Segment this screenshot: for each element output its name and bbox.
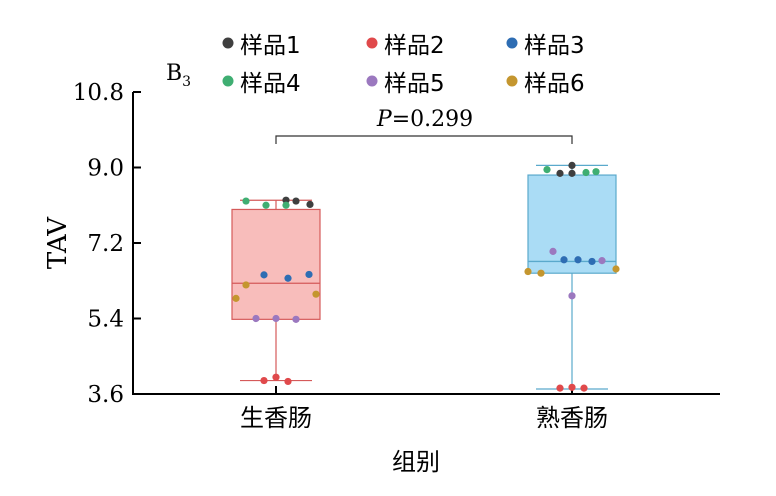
data-point xyxy=(232,294,240,302)
panel-label: B3 xyxy=(166,61,191,90)
bracket-line xyxy=(275,135,573,144)
legend-item: 样品4 xyxy=(222,71,301,97)
data-point xyxy=(292,197,300,205)
data-point xyxy=(260,271,268,279)
x-ticks: 生香肠 熟香肠 xyxy=(240,386,608,432)
legend-item: 样品6 xyxy=(506,71,585,97)
data-point xyxy=(568,292,576,300)
box-group xyxy=(231,199,321,382)
data-point xyxy=(292,315,300,323)
legend-label: 样品3 xyxy=(524,33,585,59)
legend-label: 样品2 xyxy=(384,33,445,59)
data-point xyxy=(252,314,260,323)
data-point xyxy=(598,257,606,265)
y-tick-label: 3.6 xyxy=(87,382,124,408)
data-point xyxy=(580,384,588,392)
p-value-label: P=0.299 xyxy=(376,107,473,132)
data-point xyxy=(282,201,290,209)
x-tick-label: 生香肠 xyxy=(240,404,312,432)
data-point xyxy=(568,161,576,170)
legend-marker xyxy=(506,75,518,87)
data-point xyxy=(556,384,564,392)
data-point xyxy=(588,257,596,266)
data-point xyxy=(592,168,600,176)
legend-label: 样品4 xyxy=(240,71,301,97)
data-point xyxy=(549,247,557,255)
x-axis-label: 组别 xyxy=(392,448,440,476)
data-point xyxy=(612,265,620,273)
legend-marker xyxy=(222,37,234,49)
significance-bracket: P=0.299 xyxy=(275,107,573,144)
data-point xyxy=(306,200,314,209)
y-tick-label: 7.2 xyxy=(87,231,124,257)
y-axis-label: TAV xyxy=(43,216,73,269)
axes xyxy=(132,92,720,395)
data-point xyxy=(242,281,250,289)
data-point xyxy=(560,256,568,264)
legend-item: 样品2 xyxy=(366,33,445,59)
data-point xyxy=(543,165,551,174)
data-point xyxy=(524,267,532,276)
legend-label: 样品6 xyxy=(524,71,585,97)
legend-item: 样品5 xyxy=(366,71,445,97)
data-point xyxy=(305,270,313,279)
legend-label: 样品1 xyxy=(240,33,301,59)
data-point xyxy=(284,377,292,386)
y-tick-label: 9.0 xyxy=(87,156,124,182)
legend-marker xyxy=(506,37,518,49)
data-point xyxy=(260,376,268,385)
plot-area xyxy=(231,161,620,392)
legend-marker xyxy=(222,75,234,87)
data-point xyxy=(556,169,564,177)
y-ticks: 3.6 5.4 7.2 9.0 10.8 xyxy=(73,80,141,408)
data-point xyxy=(568,169,576,177)
box-iqr xyxy=(231,208,321,320)
legend: 样品1 样品2 样品3 样品4 样品5 样品6 xyxy=(222,33,585,97)
data-point xyxy=(582,168,590,177)
data-point xyxy=(568,383,576,391)
box-group xyxy=(527,164,617,390)
data-point xyxy=(282,196,290,204)
data-point xyxy=(312,290,320,298)
y-tick-label: 5.4 xyxy=(87,307,124,333)
data-point xyxy=(537,269,545,277)
data-point xyxy=(242,197,250,205)
data-point xyxy=(284,274,292,282)
p-value-symbol: P xyxy=(376,107,393,132)
y-tick-label: 10.8 xyxy=(73,80,124,106)
legend-item: 样品1 xyxy=(222,33,301,59)
legend-item: 样品3 xyxy=(506,33,585,59)
legend-marker xyxy=(366,75,378,87)
legend-label: 样品5 xyxy=(384,71,445,97)
data-point xyxy=(574,256,582,264)
panel-label-subscript: 3 xyxy=(182,74,191,90)
data-point xyxy=(272,373,280,381)
data-point xyxy=(262,201,270,209)
p-value-text: =0.299 xyxy=(392,107,473,132)
x-tick-label: 熟香肠 xyxy=(536,404,608,432)
data-point xyxy=(272,314,280,323)
legend-marker xyxy=(366,37,378,49)
